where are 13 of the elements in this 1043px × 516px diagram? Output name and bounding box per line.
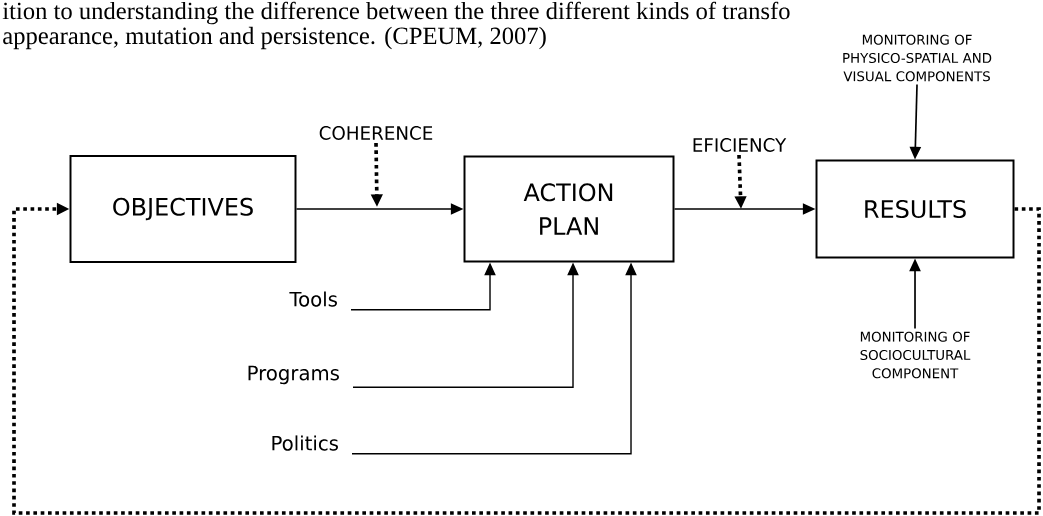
body-text: appearance, mutation and persistence. (CPEUM, 2007) xyxy=(3,26,546,50)
process-box: ACTION PLAN xyxy=(463,155,675,263)
label-text: COHERENCE xyxy=(319,126,433,140)
process-box: RESULTS xyxy=(815,159,1015,259)
process-box: OBJECTIVES xyxy=(69,155,297,263)
arrow xyxy=(12,202,1041,515)
label-text: MONITORING OF SOCIOCULTURAL COMPONENT xyxy=(860,331,971,379)
label-text: Tools xyxy=(289,291,337,307)
label-text: EFICIENCY xyxy=(693,138,787,152)
label-text: Politics xyxy=(272,435,338,451)
body-text: ition to understanding the difference between the three different kinds of transfo xyxy=(2,1,790,25)
label-text: Programs xyxy=(248,365,339,385)
label-text: MONITORING OF PHYSICO-SPATIAL AND VISUAL COMPONENTS xyxy=(843,34,992,82)
